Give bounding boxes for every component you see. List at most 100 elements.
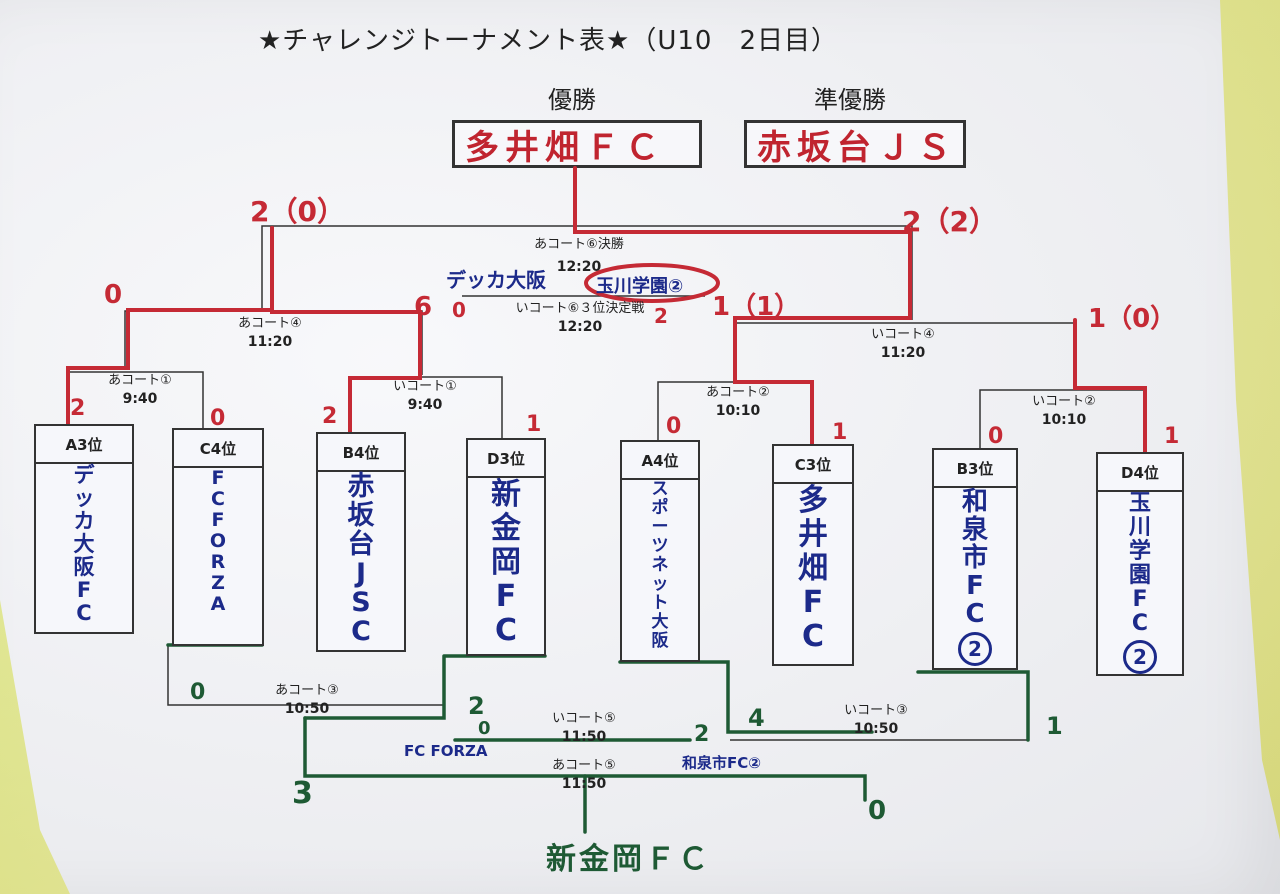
team-name-char: 新 [491,477,521,512]
red-path-right [573,166,912,446]
team-seed: D3位 [468,440,544,478]
team-seed: A3位 [36,426,132,464]
score-semi-left-outer: 0 [104,280,123,310]
team-name-char: カ [73,509,95,533]
team-seed: B3位 [934,450,1016,488]
third-team-right: 玉川学園② [596,276,684,297]
green-i3-right [916,670,1030,742]
team-name-char: C [965,599,985,629]
team-name-char: J [355,558,367,589]
score-third-right: 2 [654,304,668,328]
court-i2-name: いコート② [1032,394,1096,409]
court-a1-name: あコート① [108,373,172,388]
team-seed: B4位 [318,434,404,472]
court-i1-time: 9:40 [407,397,443,413]
court-i3-name: いコート③ [844,703,908,718]
court-i1: いコート① 9:40 [393,378,457,414]
red-path-left-b [270,226,422,434]
team-seed: C3位 [774,446,852,484]
court-i4-name: いコート④ [871,327,935,342]
winner-label: 優勝 [548,86,596,114]
page-title: ★チャレンジトーナメント表★（U10 2日目） [258,26,839,56]
court-a2: あコート② 10:10 [706,384,770,420]
team-score: 0 [666,414,682,439]
cons-winner: 新金岡ＦＣ [546,842,711,877]
team-seed: D4位 [1098,454,1182,492]
team-name-char: 市 [961,543,988,573]
court-a5-time: 11:50 [561,776,607,792]
team-name-char: F [211,467,225,489]
team-name-char: 多 [798,483,828,518]
team-name-char: C [211,488,225,510]
cons-team-left: FC FORZA [404,742,488,760]
team-name-char: R [210,551,226,573]
team-name-char: 赤 [347,471,375,502]
runner-up-label: 準優勝 [814,86,886,114]
red-circle-third [584,263,720,303]
team-name-char: 阪 [73,555,95,579]
team-number-circle: 2 [958,632,992,666]
team-name-char: ス [651,479,669,499]
court-a4-name: あコート④ [238,316,302,331]
court-a4-time: 11:20 [247,334,293,350]
score-semi-right-inner: 1（1） [712,292,801,322]
team-name-char: ツ [651,536,669,556]
team-seed: C4位 [174,430,262,468]
score-a3-left: 0 [190,680,206,705]
team-name-char: F [802,585,824,620]
court-i3: いコート③ 10:50 [844,702,908,738]
third-team-left: デッカ大阪 [446,268,546,292]
team-name-char: S [351,587,371,618]
team-name: スポーツネット大阪 [622,480,698,651]
score-third-left: 0 [452,298,466,322]
court-final-time: 12:20 [556,259,602,275]
team-name-char: C [801,619,825,654]
team-name-char: 井 [798,517,828,552]
team-name-char: 金 [491,511,521,546]
team-name-char: C [351,616,371,647]
team-column: A4位スポーツネット大阪 [620,440,700,662]
score-i3-right: 1 [1046,712,1063,740]
court-third: いコート⑥３位決定戦 12:20 [516,300,645,336]
team-name-char: デ [73,463,95,487]
team-name-char: ネ [651,555,669,575]
court-a2-name: あコート② [706,385,770,400]
team-name-char: 阪 [651,631,669,651]
score-semi-right-outer: 1（0） [1088,304,1177,334]
court-third-time: 12:20 [557,319,603,335]
team-name-char: 玉 [1128,491,1151,516]
score-final-right: 2（2） [902,205,997,238]
court-a5: あコート⑤ 11:50 [552,757,616,793]
court-a1-time: 9:40 [122,391,158,407]
winner-name: 多井畑ＦＣ [465,127,665,168]
court-a1: あコート① 9:40 [108,372,172,408]
score-i5-right: 2 [694,722,710,747]
team-score: 2 [70,396,86,421]
team-name-char: ッ [651,574,669,594]
team-name-char: F [211,509,225,531]
team-name-char: C [1131,611,1149,636]
team-name-char: F [76,578,92,602]
court-final: あコート⑥決勝 12:20 [534,236,624,276]
score-i3-left: 4 [748,704,765,732]
team-name-char: ー [651,517,669,537]
court-a5-name: あコート⑤ [552,758,616,773]
team-name-char: 泉 [961,515,988,545]
court-i2: いコート② 10:10 [1032,393,1096,429]
cons-team-right: 和泉市FC② [682,754,761,772]
team-seed: A4位 [622,442,698,480]
court-i5-time: 11:50 [561,729,607,745]
court-i5-name: いコート⑤ [552,711,616,726]
team-name-char: 学 [1128,539,1151,564]
court-a4: あコート④ 11:20 [238,315,302,351]
court-i4-time: 11:20 [880,345,926,361]
court-third-name: いコート⑥３位決定戦 [515,301,645,316]
team-score: 2 [322,404,338,429]
